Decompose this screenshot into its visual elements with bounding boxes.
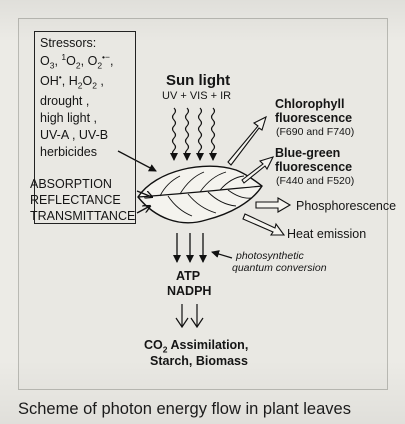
heat-emission-label: Heat emission xyxy=(287,227,367,241)
conversion-pointer xyxy=(211,250,233,259)
starch-biomass-label: Starch, Biomass xyxy=(150,354,248,368)
stressors-herbicides: herbicides xyxy=(40,145,97,159)
bg-fluorescence-title-2: fluorescence xyxy=(275,160,353,174)
absorption-arrows xyxy=(136,190,152,214)
conversion-line-2: quantum conversion xyxy=(232,262,327,274)
chl-fluorescence-title-1: Chlorophyll xyxy=(275,97,345,111)
chl-fluorescence-title-2: fluorescence xyxy=(275,111,353,125)
stressors-drought: drought , xyxy=(40,94,90,108)
conversion-line-1: photosynthetic xyxy=(236,250,304,262)
stressors-box xyxy=(34,31,136,224)
stressors-oh-line: OH•, H2O2 , xyxy=(40,71,104,91)
phosphorescence-label: Phosphorescence xyxy=(296,199,397,213)
open-arrows xyxy=(175,304,204,329)
bg-fluorescence-detail: (F440 and F520) xyxy=(276,175,355,187)
sunlight-spectrum: UV + VIS + IR xyxy=(162,90,232,102)
label-reflectance: REFLECTANCE xyxy=(30,193,121,207)
stressors-high-light: high light , xyxy=(40,111,97,125)
co2-assimilation-label: CO2 Assimilation, xyxy=(144,338,249,355)
stressors-ros-line: O3, 1O2, O2•−, xyxy=(40,51,114,71)
stressors-uv: UV-A , UV-B xyxy=(40,128,109,142)
figure-caption: Scheme of photon energy flow in plant le… xyxy=(18,400,351,418)
stressors-title: Stressors: xyxy=(40,36,97,50)
sunlight-title: Sun light xyxy=(166,72,231,89)
label-absorption: ABSORPTION xyxy=(30,177,112,191)
down-arrows xyxy=(173,233,207,263)
nadph-label: NADPH xyxy=(167,284,212,298)
leaf-icon xyxy=(137,165,263,224)
label-transmittance: TRANSMITTANCE xyxy=(30,209,136,223)
sunlight-wavy-arrows xyxy=(170,107,217,161)
output-arrows xyxy=(227,115,292,236)
chl-fluorescence-detail: (F690 and F740) xyxy=(276,126,355,138)
atp-label: ATP xyxy=(176,269,201,283)
stressor-arrow xyxy=(117,150,157,172)
bg-fluorescence-title-1: Blue-green xyxy=(275,146,341,160)
